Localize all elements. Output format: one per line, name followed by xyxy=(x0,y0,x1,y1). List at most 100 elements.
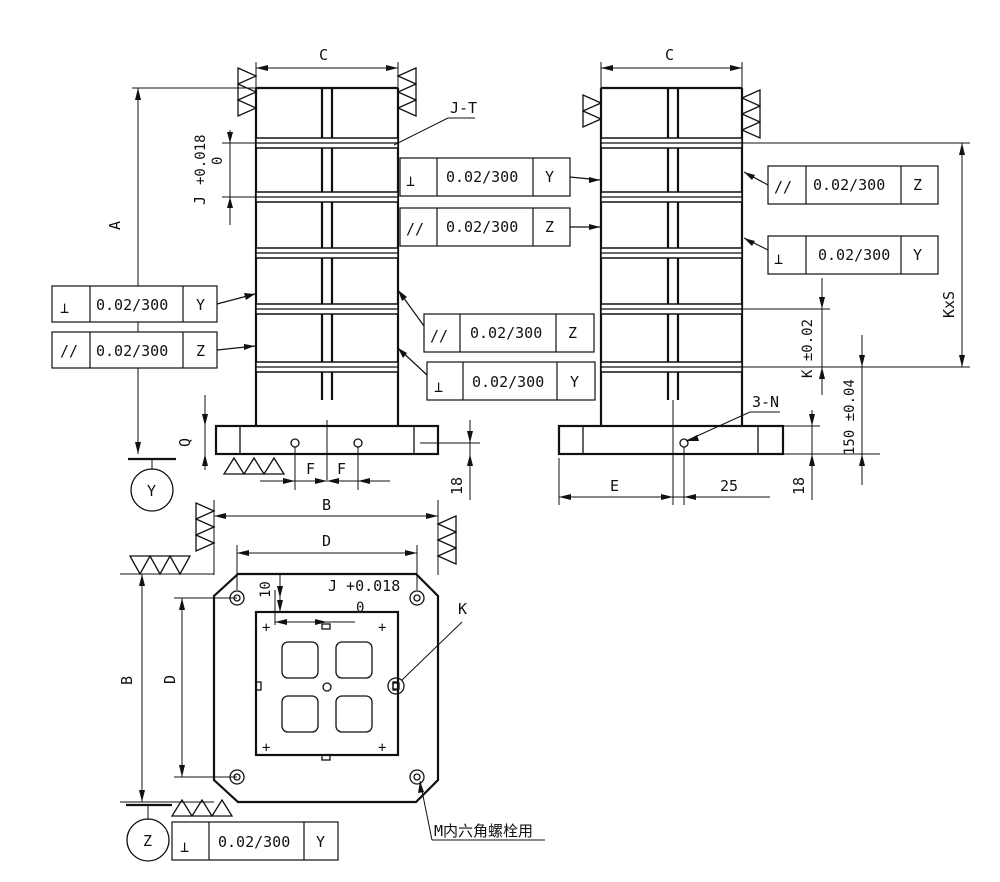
dim-k-label: K ±0.02 xyxy=(800,319,816,378)
fcf-mid-parallel-bottom-value: 0.02/300 xyxy=(470,324,542,342)
fcf-right-perp: ⊥ 0.02/300 Y xyxy=(743,235,939,275)
fcf-mid-parallel-top-symbol: // xyxy=(406,220,424,238)
fcf-left-perp: ⊥ 0.02/300 Y xyxy=(51,285,256,323)
t-slots-left xyxy=(255,137,399,373)
column-windows xyxy=(281,641,373,733)
left-elevation-view: C xyxy=(51,46,601,512)
datum-z: Z xyxy=(126,803,172,862)
dim-d-horizontal: D xyxy=(236,532,418,590)
dim-d-label-h: D xyxy=(322,532,331,550)
dim-f: F F xyxy=(260,447,390,490)
fcf-right-parallel-symbol: // xyxy=(774,178,792,196)
dim-b-horizontal: B xyxy=(213,496,439,575)
fcf-bottom-perp: ⊥ 0.02/300 Y xyxy=(171,821,339,861)
fcf-mid-perp-top-symbol: ⊥ xyxy=(406,172,415,190)
svg-text:+: + xyxy=(262,740,270,756)
dim-b-label-h: B xyxy=(322,496,331,514)
finish-marks-plan-left xyxy=(128,555,234,817)
dim-b-vertical: B xyxy=(118,573,214,803)
dim-e-25: E 25 xyxy=(558,447,770,505)
fcf-mid-parallel-bottom-datum: Z xyxy=(568,324,577,342)
dim-q: Q xyxy=(176,395,208,470)
dim-150-label: 150 ±0.04 xyxy=(842,379,858,455)
finish-marks-top-right xyxy=(582,88,761,140)
label-k-plan: K xyxy=(458,600,467,618)
fcf-left-perp-symbol: ⊥ xyxy=(60,299,69,317)
fcf-mid-perp-bottom-datum: Y xyxy=(570,373,579,391)
fcf-right-perp-datum: Y xyxy=(913,246,922,264)
finish-marks-base-left xyxy=(222,456,286,475)
fcf-left-perp-value: 0.02/300 xyxy=(96,296,168,314)
small-holes: + + + + xyxy=(255,620,399,761)
fcf-right-parallel-datum: Z xyxy=(913,176,922,194)
fcf-mid-perp-top-datum: Y xyxy=(545,168,554,186)
dim-10-label: 10 xyxy=(258,581,274,598)
label-3n: 3-N xyxy=(752,393,779,411)
dim-j-left: J +0.018 0 xyxy=(191,130,256,225)
base-plate-outline xyxy=(212,572,440,804)
bolt-note: M内六角螺栓用 xyxy=(434,822,533,840)
column-body-right xyxy=(557,86,785,505)
dim-b-label-v: B xyxy=(118,676,136,685)
plan-view: B D xyxy=(118,496,545,862)
dim-18-left: 18 xyxy=(420,420,480,500)
finish-marks-plan-top xyxy=(195,501,457,566)
dim-a: A xyxy=(106,87,256,454)
svg-text:+: + xyxy=(378,620,386,636)
dim-f-label-1: F xyxy=(306,460,315,478)
fcf-mid-perp-bottom-value: 0.02/300 xyxy=(472,373,544,391)
dim-j-plan-bottom: 0 xyxy=(356,600,364,616)
dim-k: K ±0.02 xyxy=(742,278,830,395)
leader-jt: J-T xyxy=(393,99,477,146)
leader-k: K xyxy=(387,600,467,695)
dim-j-tol-top: +0.018 xyxy=(193,134,209,185)
dim-25-label: 25 xyxy=(720,477,738,495)
fcf-mid-perp-bottom-symbol: ⊥ xyxy=(434,378,443,396)
dim-18-right: 18 xyxy=(783,410,820,500)
svg-text:+: + xyxy=(378,740,386,756)
fcf-left-parallel-value: 0.02/300 xyxy=(96,342,168,360)
dim-e-label: E xyxy=(610,477,619,495)
fcf-right-perp-value: 0.02/300 xyxy=(818,246,890,264)
dim-c-label: C xyxy=(319,46,328,64)
fcf-mid-parallel-top: // 0.02/300 Z xyxy=(399,207,600,247)
fcf-mid-parallel-top-datum: Z xyxy=(545,218,554,236)
dim-d-vertical: D xyxy=(161,597,237,778)
leader-m-bolt: M内六角螺栓用 xyxy=(418,780,545,841)
dim-c-right: C xyxy=(600,46,743,90)
dim-a-label: A xyxy=(106,221,124,230)
column-body-left xyxy=(214,86,440,480)
finish-marks-top-left xyxy=(237,66,417,118)
dim-18-label-right: 18 xyxy=(790,477,808,495)
dim-j-plan-label: J +0.018 xyxy=(328,577,400,595)
fcf-right-perp-symbol: ⊥ xyxy=(774,250,783,268)
svg-text:+: + xyxy=(262,620,270,636)
dim-kxs: KxS xyxy=(742,142,970,368)
fcf-mid-perp-top: ⊥ 0.02/300 Y xyxy=(399,157,601,197)
fcf-mid-parallel-bottom-symbol: // xyxy=(430,327,448,345)
t-slots-right xyxy=(600,137,743,373)
dim-d-label-v: D xyxy=(161,675,179,684)
fcf-left-parallel-symbol: // xyxy=(60,342,78,360)
dim-c-left: C xyxy=(255,46,399,90)
dim-kxs-label: KxS xyxy=(940,291,958,318)
datum-y: Y xyxy=(128,457,176,512)
dim-j-label: J xyxy=(191,196,209,205)
dim-j-plan: J +0.018 0 xyxy=(274,577,400,625)
fcf-left-parallel-datum: Z xyxy=(196,342,205,360)
dim-10-plan: 10 xyxy=(258,574,283,612)
dim-18-label-left: 18 xyxy=(448,477,466,495)
right-elevation-view: C xyxy=(557,46,970,505)
fcf-bottom-perp-symbol: ⊥ xyxy=(180,838,189,856)
datum-y-label: Y xyxy=(147,482,156,500)
leader-3n: 3-N xyxy=(685,393,780,442)
fcf-right-parallel: // 0.02/300 Z xyxy=(743,165,939,205)
fcf-left-parallel: // 0.02/300 Z xyxy=(51,331,256,369)
fcf-bottom-perp-value: 0.02/300 xyxy=(218,833,290,851)
dim-f-label-2: F xyxy=(337,460,346,478)
fcf-mid-perp-bottom: ⊥ 0.02/300 Y xyxy=(397,347,596,401)
dim-j-tol-bottom: 0 xyxy=(210,157,226,165)
fcf-right-parallel-value: 0.02/300 xyxy=(813,176,885,194)
fcf-left-perp-datum: Y xyxy=(196,296,205,314)
